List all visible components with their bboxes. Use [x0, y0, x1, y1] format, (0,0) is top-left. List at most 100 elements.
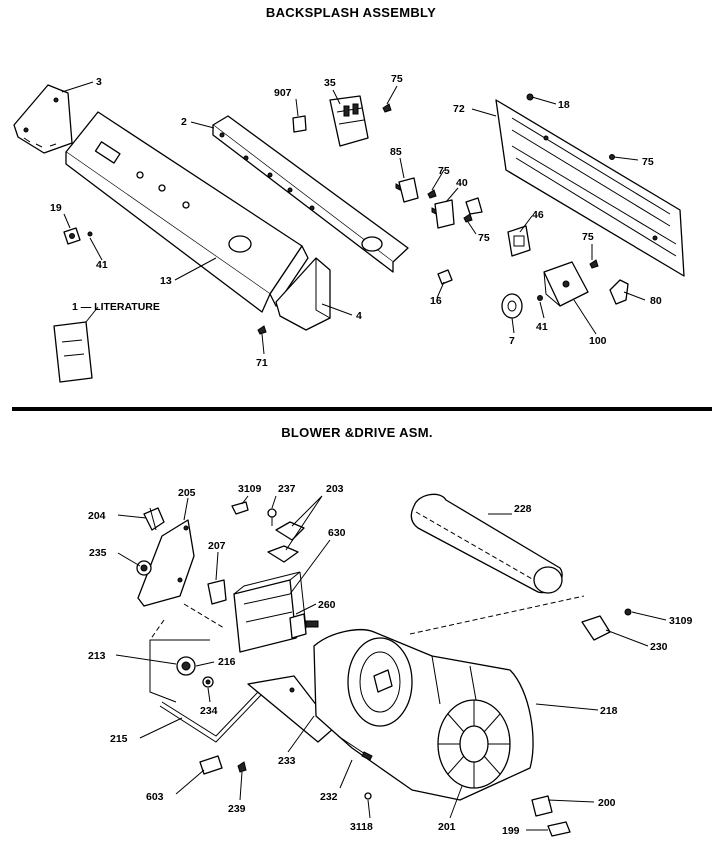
part-screw-3109b: [624, 608, 632, 616]
callout-205: 205: [178, 487, 196, 499]
callout-100: 100: [589, 335, 607, 347]
part-screw-71: [257, 325, 267, 335]
callout-207: 207: [208, 540, 226, 552]
callout-200: 200: [598, 797, 616, 809]
callout-labels: 3 907 35 75 2 72 18 75 85 75 40 19 41 75…: [50, 73, 693, 837]
callout-3118: 3118: [350, 821, 373, 833]
callout-239: 239: [228, 803, 246, 815]
part-switch-907: [292, 115, 307, 133]
part-motor-260: [233, 571, 319, 653]
callout-85: 85: [390, 146, 402, 158]
callout-75-c: 75: [438, 165, 450, 177]
part-spring-3109a: [231, 501, 249, 515]
part-backsplash-panel: [65, 111, 309, 313]
callout-72: 72: [453, 103, 465, 115]
part-switch-40: [431, 199, 455, 229]
part-clip-80: [609, 279, 629, 305]
callout-75-a: 75: [391, 73, 403, 85]
callout-2: 2: [181, 116, 187, 128]
callout-35: 35: [324, 77, 336, 89]
callout-907: 907: [274, 87, 292, 99]
callout-75-b: 75: [642, 156, 654, 168]
part-screw-75c: [427, 189, 437, 199]
part-switch-207: [207, 579, 227, 605]
callout-228: 228: [514, 503, 532, 515]
part-screw-75b: [609, 154, 615, 160]
part-end-cap-left: [13, 84, 73, 154]
part-screw-41b: [537, 295, 543, 301]
part-mount-203: [267, 521, 305, 563]
part-clamp-204: [143, 507, 165, 531]
callout-3: 3: [96, 76, 102, 88]
callout-199: 199: [502, 825, 520, 837]
callout-46: 46: [532, 209, 544, 221]
part-knob-19: [63, 227, 81, 245]
part-end-cap-right: [275, 257, 331, 331]
section-divider: [12, 407, 712, 411]
callout-41-a: 41: [96, 259, 108, 271]
part-literature-booklet: [53, 321, 93, 383]
part-knob-7: [501, 293, 523, 319]
part-idler-235: [136, 560, 152, 576]
part-nut-234: [202, 676, 214, 688]
part-screw-3118: [364, 792, 372, 800]
part-screw-75a: [382, 103, 392, 113]
callout-71: 71: [256, 357, 268, 369]
callout-13: 13: [160, 275, 172, 287]
part-timer-100: [543, 261, 589, 307]
part-screw-239: [237, 761, 247, 773]
callout-203: 203: [326, 483, 344, 495]
part-pulley-216: [176, 656, 196, 676]
callout-233: 233: [278, 755, 296, 767]
leader-lines: [61, 81, 667, 831]
part-switch-35: [329, 95, 369, 147]
blower-title: BLOWER &DRIVE ASM.: [281, 425, 433, 440]
callout-237: 237: [278, 483, 296, 495]
callout-41-b: 41: [536, 321, 548, 333]
part-screw-75e: [589, 259, 599, 269]
part-knob-small: [465, 197, 483, 215]
part-screw-237: [267, 508, 277, 526]
callout-75-d: 75: [478, 232, 490, 244]
callout-19: 19: [50, 202, 62, 214]
callout-232: 232: [320, 791, 338, 803]
part-rod-232: [337, 735, 373, 761]
callout-literature: 1 — LITERATURE: [72, 301, 160, 313]
callout-75-e: 75: [582, 231, 594, 243]
part-wheel-201: [437, 699, 511, 789]
callout-213: 213: [88, 650, 106, 662]
callout-204: 204: [88, 510, 106, 522]
callout-18: 18: [558, 99, 570, 111]
callout-216: 216: [218, 656, 236, 668]
callout-4: 4: [356, 310, 362, 322]
callout-40: 40: [456, 177, 468, 189]
alignment-dashed-lines: [149, 595, 585, 641]
callout-16: 16: [430, 295, 442, 307]
part-drum-228: [410, 493, 563, 594]
callout-218: 218: [600, 705, 618, 717]
part-buzzer-46: [507, 225, 531, 257]
callout-630: 630: [328, 527, 346, 539]
callout-603: 603: [146, 791, 164, 803]
callout-260: 260: [318, 599, 336, 611]
part-belt-215: [159, 691, 263, 743]
part-sensor-230: [581, 615, 611, 641]
part-switch-85: [395, 177, 419, 203]
callout-201: 201: [438, 821, 456, 833]
callout-230: 230: [650, 641, 668, 653]
part-rear-panel: [495, 99, 685, 277]
part-belt-213: [149, 639, 210, 703]
backsplash-title: BACKSPLASH ASSEMBLY: [266, 5, 436, 20]
callout-3109-a: 3109: [238, 483, 262, 495]
part-clip-603: [199, 755, 223, 775]
callout-235: 235: [89, 547, 107, 559]
part-control-bracket: [212, 115, 409, 273]
callout-234: 234: [200, 705, 218, 717]
part-clip-200: [531, 795, 553, 817]
part-screw-41a: [87, 231, 93, 237]
callout-7: 7: [509, 335, 515, 347]
part-clip-16: [437, 269, 453, 285]
part-motor-bracket-205: [137, 519, 195, 607]
callout-80: 80: [650, 295, 662, 307]
